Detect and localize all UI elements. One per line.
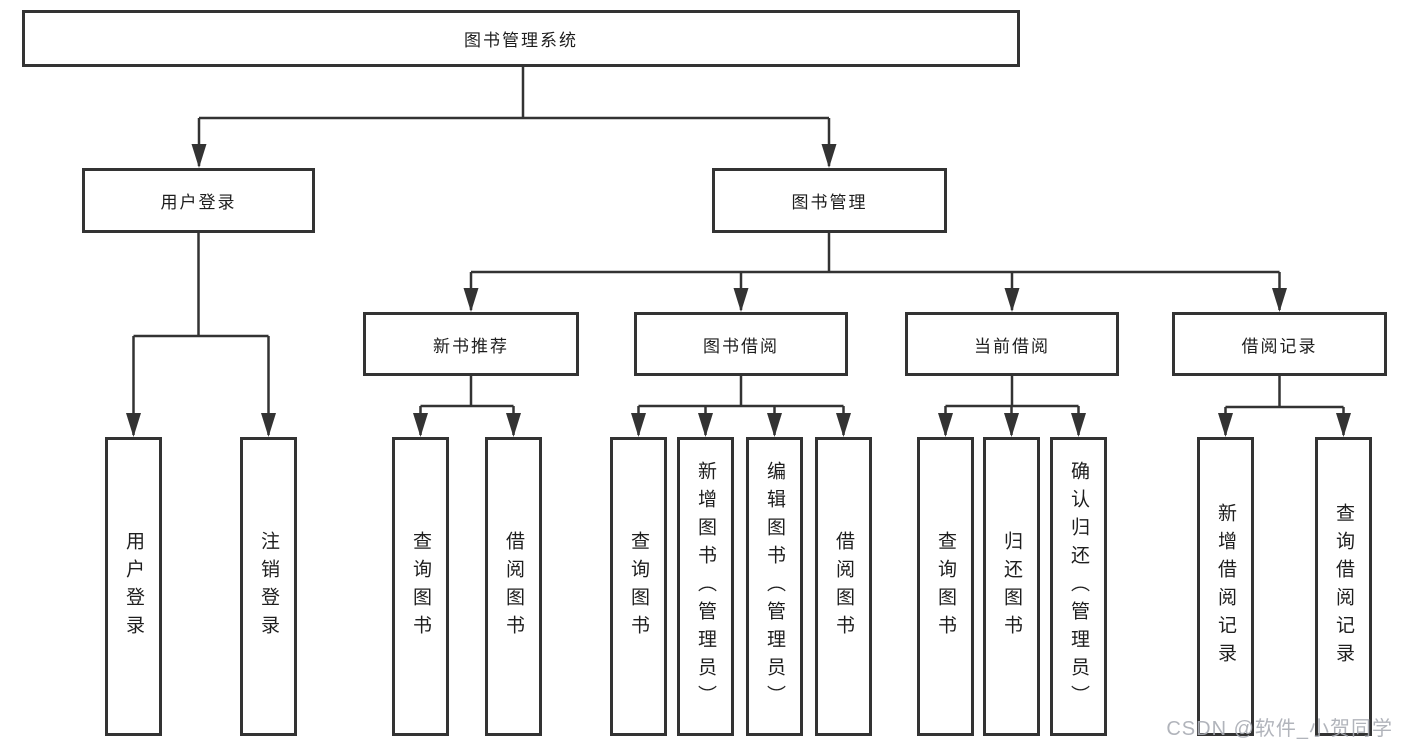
leaf-return-books: 归还图书: [983, 437, 1040, 736]
leaf-add-books-admin: 新增图书（管理员）: [677, 437, 734, 736]
leaf-query-books-2: 查询图书: [610, 437, 667, 736]
leaf-confirm-return-admin: 确认归还（管理员）: [1050, 437, 1107, 736]
leaf-label: 查询图书: [628, 530, 649, 643]
leaf-label: 注销登录: [258, 530, 279, 643]
node-label: 用户登录: [160, 193, 237, 212]
node-label: 新书推荐: [433, 336, 509, 356]
node-library-management-system: 图书管理系统: [22, 10, 1020, 67]
node-label: 借阅记录: [1241, 336, 1318, 356]
leaf-label: 新增借阅记录: [1215, 502, 1236, 671]
leaf-label: 查询图书: [935, 530, 956, 643]
leaf-add-borrow-record: 新增借阅记录: [1197, 437, 1254, 736]
node-label: 图书借阅: [703, 336, 779, 356]
leaf-edit-books-admin: 编辑图书（管理员）: [746, 437, 803, 736]
node-user-login: 用户登录: [82, 168, 315, 233]
leaf-logout: 注销登录: [240, 437, 297, 736]
node-label: 图书管理: [791, 193, 868, 212]
leaf-label: 借阅图书: [503, 530, 524, 643]
node-label: 当前借阅: [974, 336, 1050, 356]
node-book-borrow: 图书借阅: [634, 312, 848, 376]
node-label: 图书管理系统: [464, 31, 578, 50]
leaf-label: 归还图书: [1001, 530, 1022, 643]
leaf-label: 查询图书: [410, 530, 431, 643]
leaf-query-borrow-record: 查询借阅记录: [1315, 437, 1372, 736]
leaf-query-books-1: 查询图书: [392, 437, 449, 736]
leaf-borrow-books-1: 借阅图书: [485, 437, 542, 736]
leaf-borrow-books-2: 借阅图书: [815, 437, 872, 736]
node-current-borrow: 当前借阅: [905, 312, 1119, 376]
leaf-label: 新增图书（管理员）: [695, 460, 716, 713]
leaf-label: 确认归还（管理员）: [1068, 460, 1089, 713]
leaf-query-books-3: 查询图书: [917, 437, 974, 736]
node-new-book-recommend: 新书推荐: [363, 312, 579, 376]
node-book-management: 图书管理: [712, 168, 947, 233]
leaf-label: 查询借阅记录: [1333, 502, 1354, 671]
node-borrow-records: 借阅记录: [1172, 312, 1387, 376]
leaf-label: 用户登录: [123, 530, 144, 643]
leaf-label: 编辑图书（管理员）: [764, 460, 785, 713]
leaf-label: 借阅图书: [833, 530, 854, 643]
leaf-user-login: 用户登录: [105, 437, 162, 736]
